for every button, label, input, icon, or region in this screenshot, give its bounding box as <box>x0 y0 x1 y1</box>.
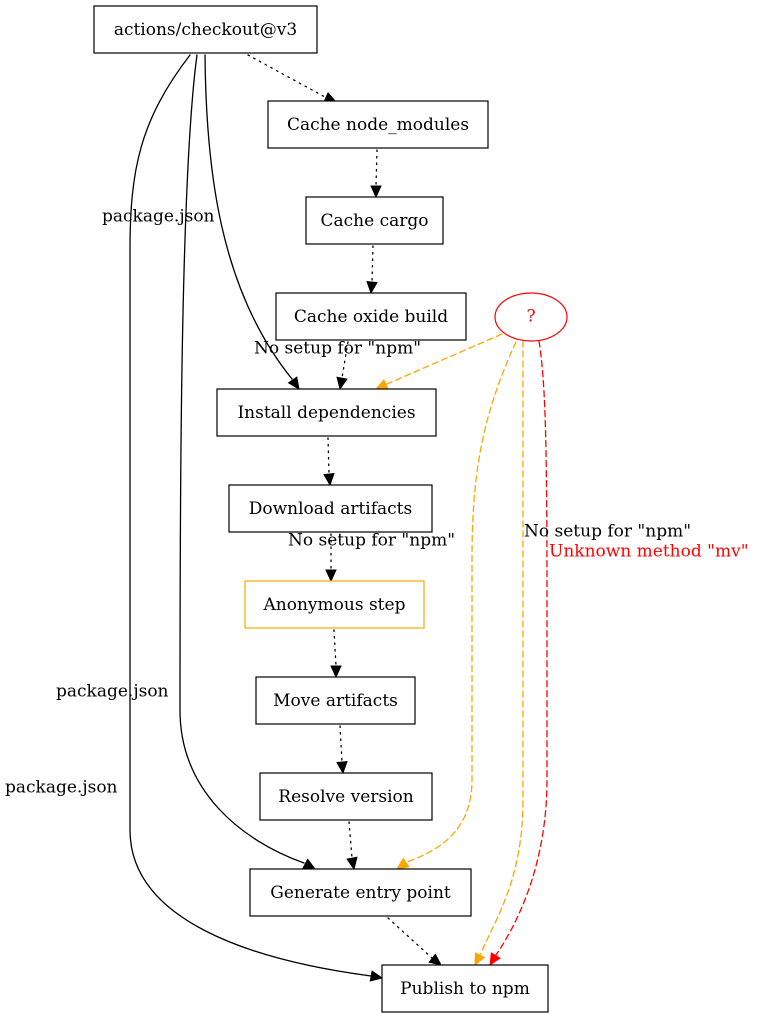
edge-label-e12: package.json <box>56 682 169 702</box>
edge-label-e16: No setup for "npm" <box>524 522 691 542</box>
node-label: Cache node_modules <box>287 115 469 135</box>
node-cache-cargo[interactable]: Cache cargo <box>305 196 444 245</box>
edge-arrowhead-e9 <box>346 856 358 871</box>
node-label: Cache cargo <box>321 211 429 231</box>
edge-arrowhead-e7 <box>330 665 342 679</box>
node-label: Download artifacts <box>249 499 413 519</box>
node-cache-oxide[interactable]: Cache oxide build <box>275 292 467 341</box>
node-generate-entry[interactable]: Generate entry point <box>249 868 472 917</box>
node-label: Publish to npm <box>400 979 530 999</box>
edge-arrowhead-e3 <box>366 281 378 295</box>
edge-move_artifacts-to-resolve_version <box>339 725 343 763</box>
node-shape <box>494 292 568 342</box>
node-shape <box>255 676 416 725</box>
edge-anonymous_step-to-move_artifacts <box>333 629 337 667</box>
edge-checkout-to-install_deps <box>204 54 293 380</box>
node-unknown[interactable]: ? <box>494 292 568 342</box>
edge-checkout-to-cache_node_modules <box>247 54 326 98</box>
node-download-artifacts[interactable]: Download artifacts <box>228 484 433 533</box>
node-shape <box>93 5 318 54</box>
node-shape <box>305 196 444 245</box>
node-label: Cache oxide build <box>294 307 448 327</box>
edge-unknown-to-install_deps <box>386 333 503 385</box>
edge-arrowhead-e15 <box>396 857 410 870</box>
edge-arrowhead-e12 <box>302 858 317 870</box>
edge-label-e15: No setup for "npm" <box>288 531 455 551</box>
node-label: Anonymous step <box>263 595 406 615</box>
edge-label-e14: No setup for "npm" <box>254 339 421 359</box>
node-shape <box>244 580 425 629</box>
node-shape <box>267 100 489 149</box>
node-shape <box>259 772 433 821</box>
edge-arrowhead-e6 <box>325 569 337 583</box>
node-shape <box>216 388 437 437</box>
edge-checkout-to-generate_entry <box>179 54 305 864</box>
edge-arrowhead-e11 <box>287 376 300 390</box>
node-label: Move artifacts <box>273 691 398 711</box>
node-anonymous-step[interactable]: Anonymous step <box>244 580 425 629</box>
edge-unknown-to-publish_npm <box>495 340 548 956</box>
edge-cache_cargo-to-cache_oxide <box>371 245 374 283</box>
edge-arrowhead-e5 <box>323 473 335 487</box>
edge-cache_oxide-to-install_deps <box>341 341 349 379</box>
node-checkout[interactable]: actions/checkout@v3 <box>93 5 318 54</box>
node-resolve-version[interactable]: Resolve version <box>259 772 433 821</box>
node-label: Install dependencies <box>237 403 415 423</box>
node-label: Resolve version <box>278 787 414 807</box>
node-shape <box>249 868 472 917</box>
node-label: ? <box>526 307 535 327</box>
edge-arrowhead-e17 <box>489 952 501 967</box>
node-cache-node-modules[interactable]: Cache node_modules <box>267 100 489 149</box>
edge-arrowhead-e10 <box>428 953 442 966</box>
edge-resolve_version-to-generate_entry <box>348 821 353 859</box>
node-install-deps[interactable]: Install dependencies <box>216 388 437 437</box>
node-label: Generate entry point <box>270 883 451 903</box>
node-publish-npm[interactable]: Publish to npm <box>381 964 549 1013</box>
edge-cache_node_modules-to-cache_cargo <box>375 149 378 187</box>
edge-arrowhead-e14 <box>374 378 389 390</box>
edge-arrowhead-e13 <box>369 970 384 982</box>
edge-arrowhead-e16 <box>474 952 486 967</box>
node-shape <box>381 964 549 1013</box>
edge-checkout-to-publish_npm <box>129 54 372 977</box>
node-label: actions/checkout@v3 <box>114 20 297 40</box>
edge-unknown-to-publish_npm <box>479 340 524 956</box>
edge-arrowhead-e8 <box>336 761 348 775</box>
edge-label-layer: package.json package.json package.json No s… <box>5 207 749 798</box>
edge-label-e17: Unknown method "mv" <box>549 542 749 562</box>
edge-generate_entry-to-publish_npm <box>387 917 433 959</box>
node-shape <box>228 484 433 533</box>
node-move-artifacts[interactable]: Move artifacts <box>255 676 416 725</box>
edge-install_deps-to-download_artifacts <box>327 437 330 475</box>
edge-arrowhead-e4 <box>336 376 348 391</box>
edge-label-e11: package.json <box>102 207 215 227</box>
edge-label-e13: package.json <box>5 778 118 798</box>
node-shape <box>275 292 467 341</box>
edge-arrowhead-e2 <box>370 185 382 199</box>
edge-layer <box>129 54 548 982</box>
